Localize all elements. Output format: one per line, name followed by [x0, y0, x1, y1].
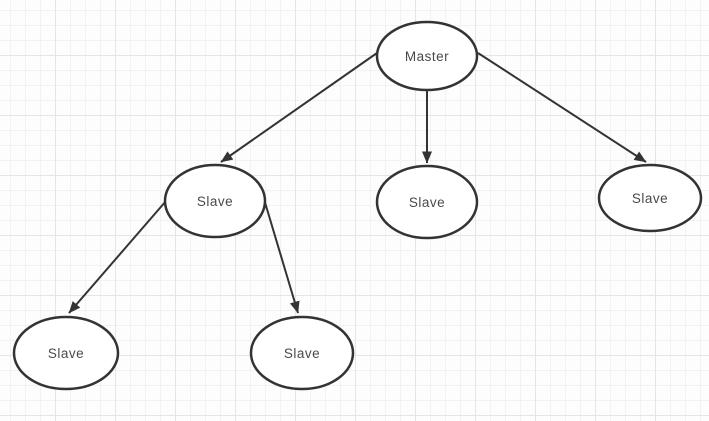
diagram-node-master[interactable]: Master [375, 20, 479, 92]
edge-master-to-slave-3[interactable] [477, 52, 647, 163]
diagram-node-slave-1-2[interactable]: Slave [249, 315, 355, 391]
node-label-slave-1: Slave [197, 194, 233, 209]
edge-slave-1-to-slave-1-1[interactable] [68, 200, 167, 314]
node-ellipse-slave-1-2[interactable] [249, 315, 355, 391]
diagram-node-slave-2[interactable]: Slave [375, 164, 479, 240]
edge-slave-1-to-slave-1-2[interactable] [260, 188, 300, 314]
node-ellipse-slave-3[interactable] [597, 163, 703, 233]
node-ellipse-slave-1[interactable] [163, 163, 267, 239]
node-label-slave-1-1: Slave [48, 346, 84, 361]
node-label-slave-2: Slave [409, 195, 445, 210]
diagram-node-slave-3[interactable]: Slave [597, 163, 703, 233]
node-ellipse-slave-1-1[interactable] [12, 315, 120, 391]
diagram-node-slave-1-1[interactable]: Slave [12, 315, 120, 391]
node-ellipse-slave-2[interactable] [375, 164, 479, 240]
node-label-master: Master [405, 49, 449, 64]
edge-master-to-slave-1[interactable] [220, 52, 378, 163]
node-label-slave-3: Slave [632, 191, 668, 206]
node-ellipse-master[interactable] [375, 20, 479, 92]
node-label-slave-1-2: Slave [284, 346, 320, 361]
diagram-node-slave-1[interactable]: Slave [163, 163, 267, 239]
